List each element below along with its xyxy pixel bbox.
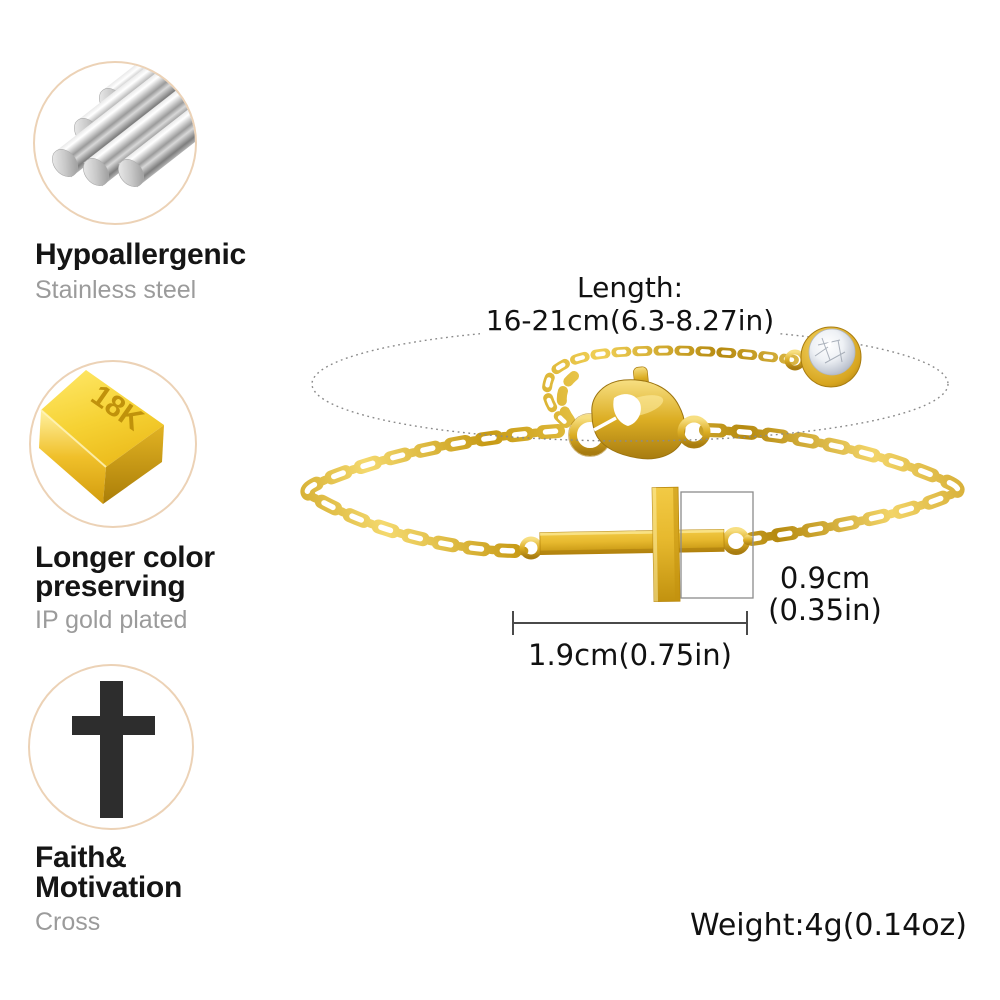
feature-circle-faith bbox=[28, 664, 194, 830]
feature-subtitle-ip-gold-plated: IP gold plated bbox=[35, 606, 188, 634]
pendant-height-annotation: 0.9cm (0.35in) bbox=[745, 562, 905, 626]
feature-subtitle-stainless-steel: Stainless steel bbox=[35, 276, 197, 304]
extension-chain bbox=[542, 345, 799, 428]
feature-circle-hypoallergenic bbox=[33, 61, 197, 225]
feature-title-hypoallergenic: Hypoallergenic bbox=[35, 238, 246, 271]
cross-charm bbox=[519, 486, 753, 603]
bracelet-chain-right bbox=[699, 423, 965, 546]
cz-drop-charm bbox=[784, 326, 862, 388]
feature-title-preserving: preserving bbox=[35, 570, 186, 603]
lobster-clasp bbox=[568, 366, 711, 460]
feature-title-faith: Faith& bbox=[35, 841, 127, 874]
width-measure-line bbox=[512, 611, 748, 635]
weight-annotation: Weight:4g(0.14oz) bbox=[689, 908, 967, 943]
pendant-height-in: (0.35in) bbox=[768, 593, 882, 627]
length-label: Length: bbox=[570, 271, 689, 304]
feature-title-longer-color: Longer color bbox=[35, 541, 215, 574]
bracelet-chain-left bbox=[300, 424, 565, 559]
pendant-width-annotation: 1.9cm(0.75in) bbox=[528, 638, 732, 672]
length-value: 16-21cm(6.3-8.27in) bbox=[479, 304, 781, 337]
gold-bar-18k-icon: 18K bbox=[39, 370, 164, 504]
pendant-height-cm: 0.9cm bbox=[779, 561, 871, 595]
length-annotation: Length: 16-21cm(6.3-8.27in) bbox=[380, 271, 880, 337]
size-box bbox=[680, 491, 754, 599]
feature-subtitle-cross: Cross bbox=[35, 908, 101, 936]
black-cross-icon bbox=[72, 681, 155, 818]
feature-title-motivation: Motivation bbox=[35, 871, 182, 904]
feature-circle-gold-plated: 18K bbox=[29, 360, 197, 528]
